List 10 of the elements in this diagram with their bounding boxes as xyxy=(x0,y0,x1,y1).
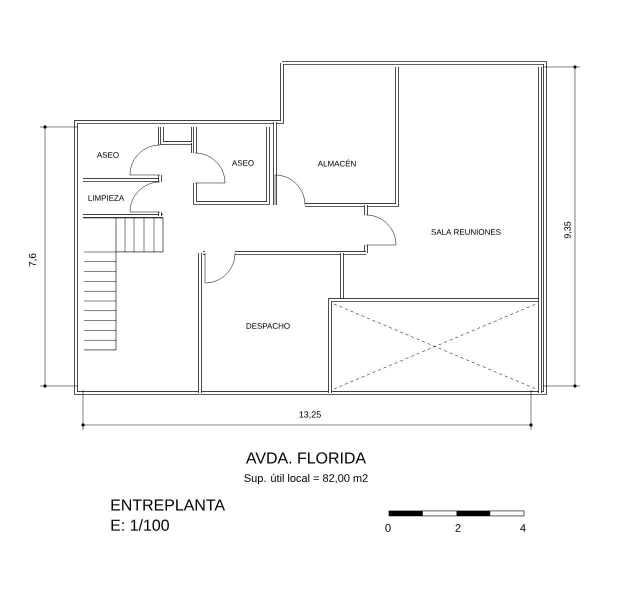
dimension-label: 13,25 xyxy=(299,411,321,419)
area-note: Sup. útil local = 82,00 m2 xyxy=(244,474,368,484)
plan-name: ENTREPLANTA xyxy=(112,500,226,510)
dimension-label: 7,6 xyxy=(28,254,38,266)
title: AVDA. FLORIDA xyxy=(246,452,366,464)
scale-number: 4 xyxy=(520,524,526,532)
scale-note: E: 1/100 xyxy=(112,519,169,531)
scale-number: 2 xyxy=(456,524,460,532)
scale-number: 0 xyxy=(385,524,391,532)
dimension-label: 9,35 xyxy=(564,222,572,238)
